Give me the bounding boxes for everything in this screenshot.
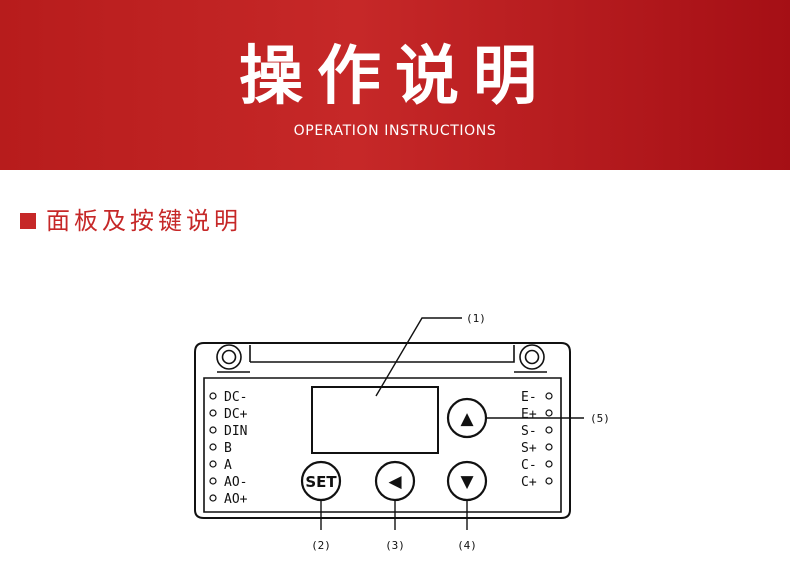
terminal-dot-icon (209, 460, 217, 468)
set-button-label: SET (305, 473, 337, 491)
terminal-dot-icon (209, 426, 217, 434)
down-button[interactable]: ▼ (446, 460, 488, 502)
terminal-dot-icon (209, 409, 217, 417)
terminal-label-e-minus: E- (521, 390, 537, 405)
mounting-hole-left-icon (216, 344, 242, 370)
terminal-label-ao-plus: AO+ (224, 492, 248, 507)
callout-1: (1) (466, 312, 486, 325)
terminal-dot-icon (545, 460, 553, 468)
set-button[interactable]: SET (300, 460, 342, 502)
terminal-dot-icon (545, 426, 553, 434)
panel-outer-frame (194, 342, 571, 519)
terminal-label-ao-minus: AO- (224, 475, 247, 490)
display-window (311, 386, 439, 454)
up-button[interactable]: ▲ (446, 397, 488, 439)
terminal-label-b: B (224, 441, 232, 456)
callout-5: (5) (590, 412, 610, 425)
left-arrow-icon: ◀ (388, 472, 402, 492)
header-banner: 操作说明 OPERATION INSTRUCTIONS (0, 0, 790, 170)
panel-inner-frame (203, 345, 562, 513)
down-arrow-icon: ▼ (460, 472, 474, 492)
terminal-label-s-plus: S+ (521, 441, 537, 456)
terminal-dot-icon (209, 443, 217, 451)
terminal-label-dc-minus: DC- (224, 390, 247, 405)
left-button[interactable]: ◀ (374, 460, 416, 502)
mounting-hole-right-icon (519, 344, 545, 370)
terminal-label-s-minus: S- (521, 424, 537, 439)
left-terminals: DC- DC+ DIN B A AO- AO+ (209, 390, 248, 507)
terminal-dot-icon (209, 477, 217, 485)
terminal-dot-icon (545, 477, 553, 485)
banner-title: 操作说明 (239, 40, 551, 114)
right-terminals: E- E+ S- S+ C- C+ (521, 390, 553, 490)
callout-3: (3) (385, 539, 405, 552)
up-arrow-icon: ▲ (460, 409, 474, 429)
square-bullet-icon (20, 213, 36, 229)
terminal-label-c-plus: C+ (521, 475, 537, 490)
terminal-label-dc-plus: DC+ (224, 407, 248, 422)
callout-2: (2) (311, 539, 331, 552)
terminal-dot-icon (209, 494, 217, 502)
banner-subtitle: OPERATION INSTRUCTIONS (293, 123, 497, 139)
terminal-dot-icon (209, 392, 217, 400)
section-heading: 面板及按键说明 (20, 205, 242, 237)
callout-4: (4) (457, 539, 477, 552)
terminal-dot-icon (545, 409, 553, 417)
section-title: 面板及按键说明 (46, 207, 242, 235)
terminal-label-din: DIN (224, 424, 247, 439)
terminal-dot-icon (545, 443, 553, 451)
terminal-label-a: A (224, 458, 232, 473)
terminal-label-e-plus: E+ (521, 407, 537, 422)
terminal-label-c-minus: C- (521, 458, 537, 473)
terminal-dot-icon (545, 392, 553, 400)
leader-line-display (375, 317, 462, 397)
